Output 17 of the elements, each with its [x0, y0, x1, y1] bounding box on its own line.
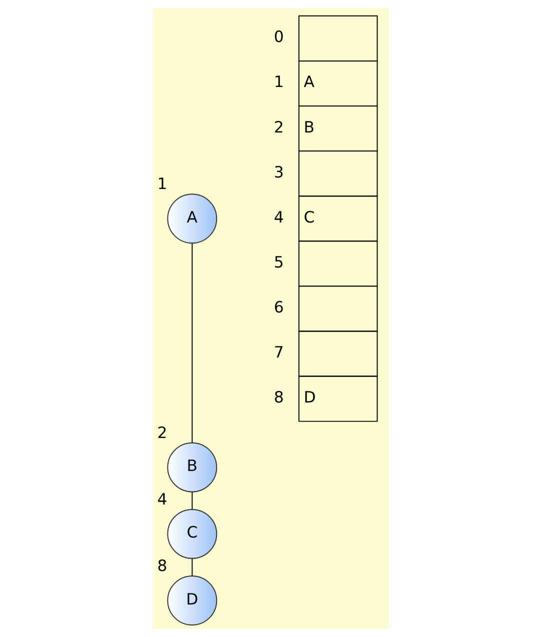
- node-label: 2: [157, 422, 168, 442]
- label: A: [304, 72, 315, 92]
- label: 4: [274, 207, 284, 226]
- label: 0: [274, 27, 284, 46]
- node-label: 4: [157, 489, 168, 508]
- label: 2: [274, 117, 284, 136]
- label: 1: [274, 72, 284, 92]
- label: 7: [274, 342, 284, 362]
- label: 3: [274, 162, 284, 182]
- node-label: 1: [157, 174, 168, 194]
- label: 8: [274, 388, 284, 407]
- node-label: 8: [157, 556, 168, 575]
- label: C: [304, 207, 315, 226]
- label: B: [304, 117, 315, 136]
- label: D: [304, 388, 316, 407]
- label: 5: [274, 252, 284, 272]
- label: 6: [274, 297, 284, 316]
